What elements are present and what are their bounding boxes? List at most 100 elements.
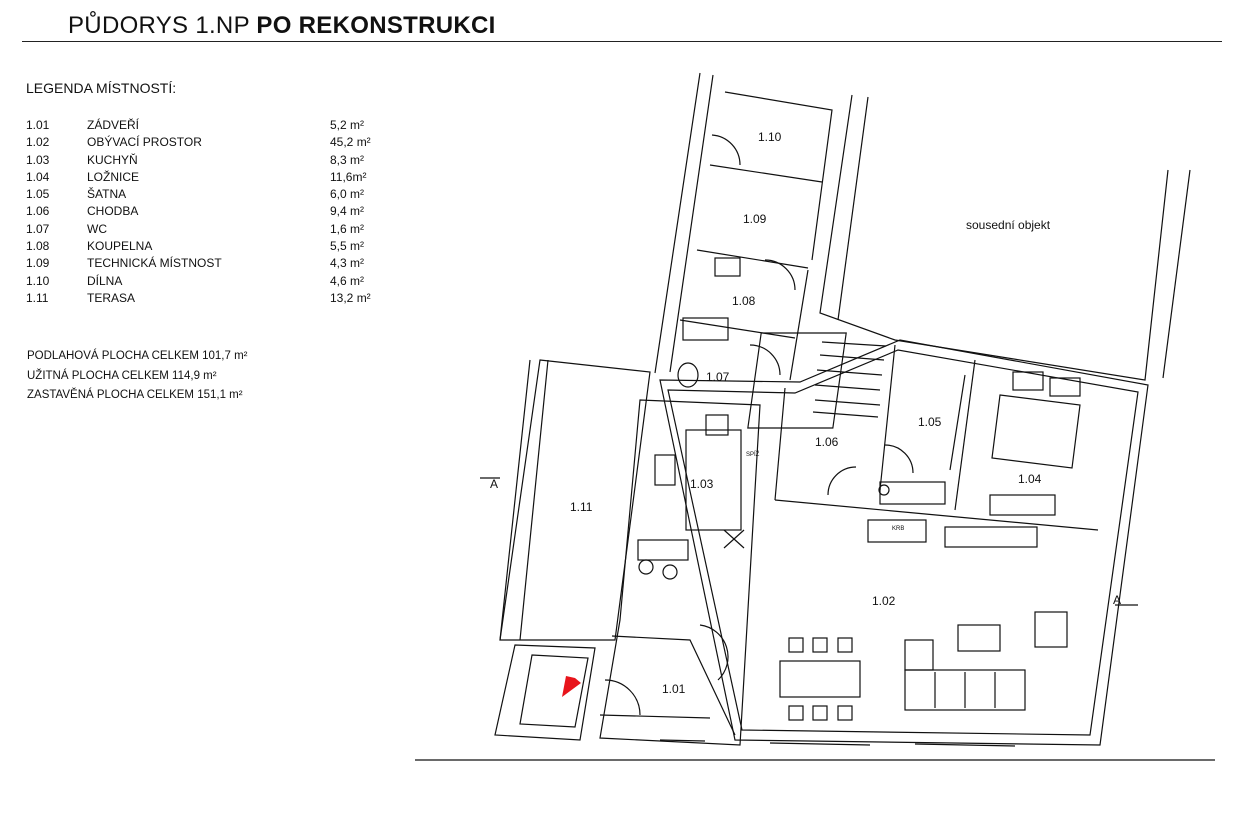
neighbor-wall-inner <box>837 96 869 321</box>
door-swing <box>711 134 741 166</box>
stair-tread <box>816 369 883 376</box>
dining-table <box>779 660 861 698</box>
room-code: 1.07 <box>26 221 50 236</box>
room-area: 8,3 m² <box>330 152 365 167</box>
room-area: 1,6 m² <box>330 221 365 236</box>
stair-tread <box>814 384 881 391</box>
room-label-1-03: 1.03 <box>690 477 714 491</box>
room-code: 1.08 <box>26 239 50 254</box>
bar-stool <box>638 559 654 575</box>
room-name: KOUPELNA <box>87 239 153 254</box>
bathtub <box>682 317 729 341</box>
double-bed <box>991 394 1081 469</box>
room-name: WC <box>87 221 107 236</box>
neighbor-label: sousední objekt <box>966 218 1051 232</box>
door-swing <box>749 344 781 376</box>
room-area: 5,5 m² <box>330 239 365 254</box>
pantry-label: SPÍŽ <box>746 450 760 458</box>
bar-stool <box>662 564 678 580</box>
room-code: 1.10 <box>26 273 50 288</box>
legend-row: 1.07 WC 1,6 m² <box>26 221 386 238</box>
room-area: 4,3 m² <box>330 256 365 271</box>
room-name: KUCHYŇ <box>87 152 138 167</box>
wall-1-09-1-08 <box>696 249 809 269</box>
terrace-edge <box>519 359 549 641</box>
kitchen-block <box>599 399 761 746</box>
room-area: 6,0 m² <box>330 187 365 202</box>
wall-living-north <box>774 499 1099 531</box>
kitchen-hob <box>705 414 729 436</box>
room-name: OBÝVACÍ PROSTOR <box>87 135 202 150</box>
wall-1-08-bottom <box>679 319 796 339</box>
neighbor-wall-outer <box>1162 169 1191 379</box>
entrance-arrow-icon <box>562 676 581 697</box>
room-label-1-11: 1.11 <box>570 500 593 514</box>
room-label-1-01: 1.01 <box>662 682 686 696</box>
kitchen-island <box>685 429 742 531</box>
stair-tread <box>814 399 881 406</box>
title-underline <box>22 41 1222 42</box>
bathroom-sink <box>714 257 741 277</box>
room-label-1-10: 1.10 <box>758 130 782 144</box>
legend-heading: LEGENDA MÍSTNOSTÍ: <box>26 80 177 96</box>
breakfast-bar <box>637 539 689 561</box>
ventilation-mark <box>723 529 745 549</box>
room-area: 13,2 m² <box>330 290 371 305</box>
area-totals: PODLAHOVÁ PLOCHA CELKEM 101,7 m² UŽITNÁ … <box>27 347 248 406</box>
room-code: 1.09 <box>26 256 50 271</box>
dining-chair <box>812 637 828 653</box>
terrace-step-inner <box>519 654 589 728</box>
dining-chair <box>837 705 853 721</box>
wall-1-08-east <box>789 269 809 381</box>
room-name: ZÁDVEŘÍ <box>87 118 140 132</box>
wall-hall-west <box>774 387 786 501</box>
terrace-outline <box>499 359 651 641</box>
window <box>659 739 706 742</box>
wardrobe-line <box>949 374 966 471</box>
room-name: CHODBA <box>87 204 139 219</box>
room-area: 5,2 m² <box>330 118 365 132</box>
title-prefix: PŮDORYS 1.NP <box>68 12 250 39</box>
vestibule-counter <box>599 714 711 719</box>
main-shell-inner <box>667 349 1139 736</box>
door-swing <box>884 444 914 474</box>
wall-1-10-1-09 <box>709 164 823 183</box>
room-code: 1.03 <box>26 152 50 167</box>
wall-1-05-east <box>954 359 976 511</box>
door-swing <box>764 259 796 291</box>
title-emphasis: PO REKONSTRUKCI <box>256 12 496 39</box>
room-label-1-08: 1.08 <box>732 294 756 308</box>
fireplace <box>867 519 927 543</box>
armchair <box>1034 611 1068 648</box>
room-label-1-05: 1.05 <box>918 415 942 429</box>
room-labels: 1.01 1.02 1.03 1.04 1.05 1.06 1.07 1.08 … <box>490 130 1121 696</box>
sofa-chaise <box>904 639 934 671</box>
room-code: 1.02 <box>26 135 50 150</box>
dining-chair <box>788 705 804 721</box>
room-name: ŠATNA <box>87 187 127 202</box>
room-label-1-02: 1.02 <box>872 594 896 608</box>
page-title: PŮDORYS 1.NP PO REKONSTRUKCI <box>68 12 496 40</box>
stair-tread <box>819 354 885 361</box>
wardrobe <box>879 481 946 505</box>
bedside-table <box>1012 371 1044 391</box>
room-name: TECHNICKÁ MÍSTNOST <box>87 256 222 271</box>
main-shell <box>659 339 1149 746</box>
stair-tread <box>812 411 879 418</box>
vestibule-wall <box>611 635 736 736</box>
floor-area-total: PODLAHOVÁ PLOCHA CELKEM 101,7 m² <box>27 350 248 362</box>
dining-chair <box>812 705 828 721</box>
room-code: 1.01 <box>26 118 50 132</box>
tv-unit <box>944 526 1038 548</box>
room-area: 11,6m² <box>330 169 367 184</box>
section-marker-right: A <box>1113 593 1121 607</box>
stair-tread <box>821 341 887 347</box>
door-swing <box>604 679 641 716</box>
